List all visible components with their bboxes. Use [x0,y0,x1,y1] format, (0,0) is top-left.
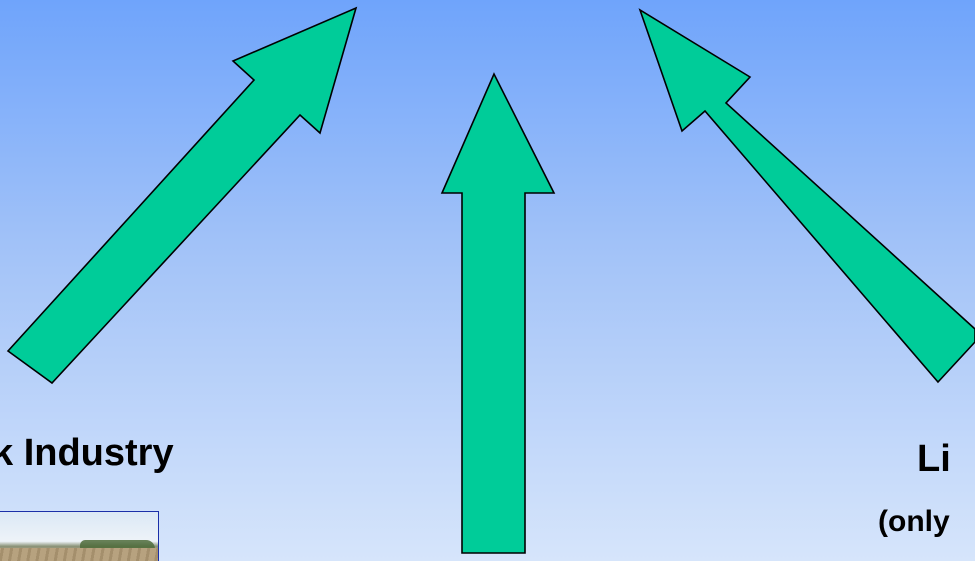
arrow-up-left [638,8,975,384]
industry-label: k Industry [0,432,174,474]
tree-line [80,540,155,549]
right-sub-label: (only [878,505,950,538]
plowed-field [0,548,158,561]
field-photo [0,511,159,561]
arrow-up [440,72,556,554]
right-label: Li [917,438,951,480]
arrow-up-right [6,6,358,385]
